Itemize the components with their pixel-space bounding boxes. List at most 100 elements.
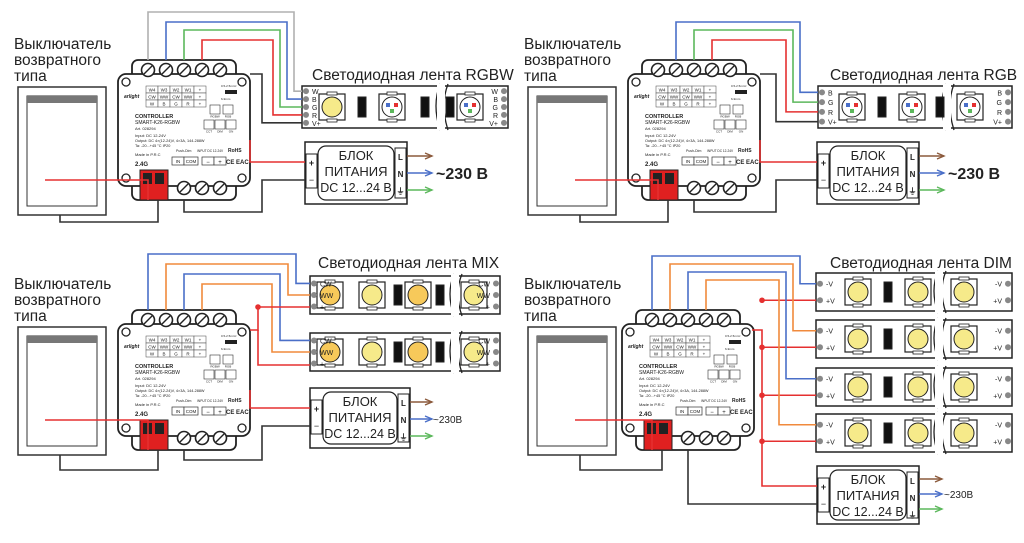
wire: [250, 73, 302, 124]
led-pad: [912, 371, 924, 376]
screw-slot: [179, 315, 189, 325]
psu-terminal-label: L: [910, 153, 915, 162]
wire: [705, 279, 816, 426]
input-label: INPUT DC 12-24V: [701, 399, 728, 403]
led-icon: [361, 284, 383, 306]
led-pad: [912, 444, 924, 449]
solder-pad-icon: [1005, 89, 1011, 96]
terminal-label: W1: [695, 88, 702, 93]
strip-gap: [943, 84, 951, 130]
solder-pad-icon: [1005, 421, 1011, 428]
led-pad: [852, 276, 864, 281]
terminal-label: CW: [148, 345, 156, 350]
solder-pad-icon: [311, 292, 317, 298]
wire: [45, 419, 149, 450]
terminal-label: +: [709, 88, 712, 93]
strip-pin-label: -V: [826, 377, 833, 384]
controller-article: Art. 028294: [135, 376, 156, 381]
plus-label: +: [728, 160, 732, 166]
screw-slot: [197, 183, 207, 193]
switch-label: возвратного: [524, 292, 611, 309]
com-terminal: [693, 156, 709, 166]
terminal-label: W2: [677, 338, 684, 343]
mode-label: DIM: [217, 380, 223, 384]
solder-pad-icon: [819, 118, 825, 125]
led-pad: [852, 303, 864, 308]
led-pad: [366, 279, 378, 284]
psu-minus-label: −: [314, 421, 319, 431]
screw-slot: [215, 315, 225, 325]
led-strip: -V-V+V+V: [815, 411, 1013, 455]
junction-dot: [759, 297, 765, 304]
wire: [165, 21, 302, 100]
solder-pad-icon: [1005, 280, 1011, 287]
mounting-hole: [237, 173, 247, 183]
strip-gap: [935, 412, 943, 454]
terminal-label: +: [199, 345, 202, 350]
led-pad: [412, 336, 424, 341]
controller-output: Output: DC 4×(12-24)V, 4×3A, 144-288W: [639, 389, 709, 393]
terminal-label: B: [162, 102, 165, 107]
mounting-hole: [121, 327, 131, 337]
psu-plus-label: +: [309, 158, 314, 168]
wire-strip-icon: [735, 90, 747, 94]
rgb-led-icon: [841, 96, 863, 118]
solder-pad-icon: [817, 421, 823, 428]
psu-output-terminal: [310, 399, 323, 435]
screw-slot: [179, 65, 189, 75]
mode-label: CCT: [206, 380, 212, 384]
switch-key: [536, 95, 608, 207]
resistor-icon: [435, 284, 445, 306]
solder-pad-icon: [1005, 118, 1011, 125]
psu-line1: БЛОК: [343, 394, 378, 409]
wire: [579, 450, 663, 471]
solder-pad-icon: [303, 119, 309, 126]
psu-line2: ПИТАНИЯ: [837, 488, 900, 503]
terminal-label: W3: [665, 338, 672, 343]
solder-pad-icon: [493, 360, 499, 367]
terminal-label: +: [703, 338, 706, 343]
strip-title-dim: Светодиодная лента DIM: [830, 255, 1012, 272]
wire: [147, 11, 302, 92]
solder-pad-icon: [501, 104, 507, 110]
led-pad: [412, 306, 424, 311]
solder-pad-icon: [1005, 392, 1011, 399]
mounting-hole: [625, 423, 635, 433]
strip-pin-label: V+: [828, 120, 837, 127]
led-pad: [958, 303, 970, 308]
solder-pad-icon: [817, 375, 823, 382]
resistor-icon: [877, 96, 887, 118]
terminal-label: B: [162, 352, 165, 357]
strip-title-mix: Светодиодная лента MIX: [318, 255, 500, 272]
terminal-label: +: [199, 338, 202, 343]
mode-label: RGBW: [210, 115, 220, 119]
wire: [45, 179, 149, 200]
wire: [147, 253, 310, 310]
resistor-icon: [445, 96, 455, 118]
arrow-head-icon: [936, 152, 946, 160]
strip-pin-label: +V: [993, 439, 1002, 446]
psu-terminal-label: N: [401, 416, 407, 425]
strip-gap: [935, 318, 943, 360]
mode-label: RGBW: [210, 365, 220, 369]
terminal-label: W4: [149, 88, 156, 93]
psu-terminal-label: ⏚: [400, 433, 408, 442]
led-pad: [906, 118, 918, 123]
led-pad: [324, 363, 336, 368]
strip-length-label: 6-9mm: [221, 97, 231, 101]
wire: [761, 440, 817, 487]
controller-ta: Ta: -20...+45 °C IP20: [645, 144, 680, 148]
mode-dip-icon: [724, 119, 736, 130]
dip-lever: [653, 173, 662, 184]
led-pad: [852, 350, 864, 355]
strip-pin-label: CW: [320, 281, 332, 288]
terminal-label: W2: [173, 338, 180, 343]
push-dim-label: Push-Dim: [680, 399, 695, 403]
blue-chip: [464, 103, 468, 107]
led-icon: [321, 96, 343, 118]
switch-key: [26, 335, 98, 447]
led-pad: [964, 118, 976, 123]
